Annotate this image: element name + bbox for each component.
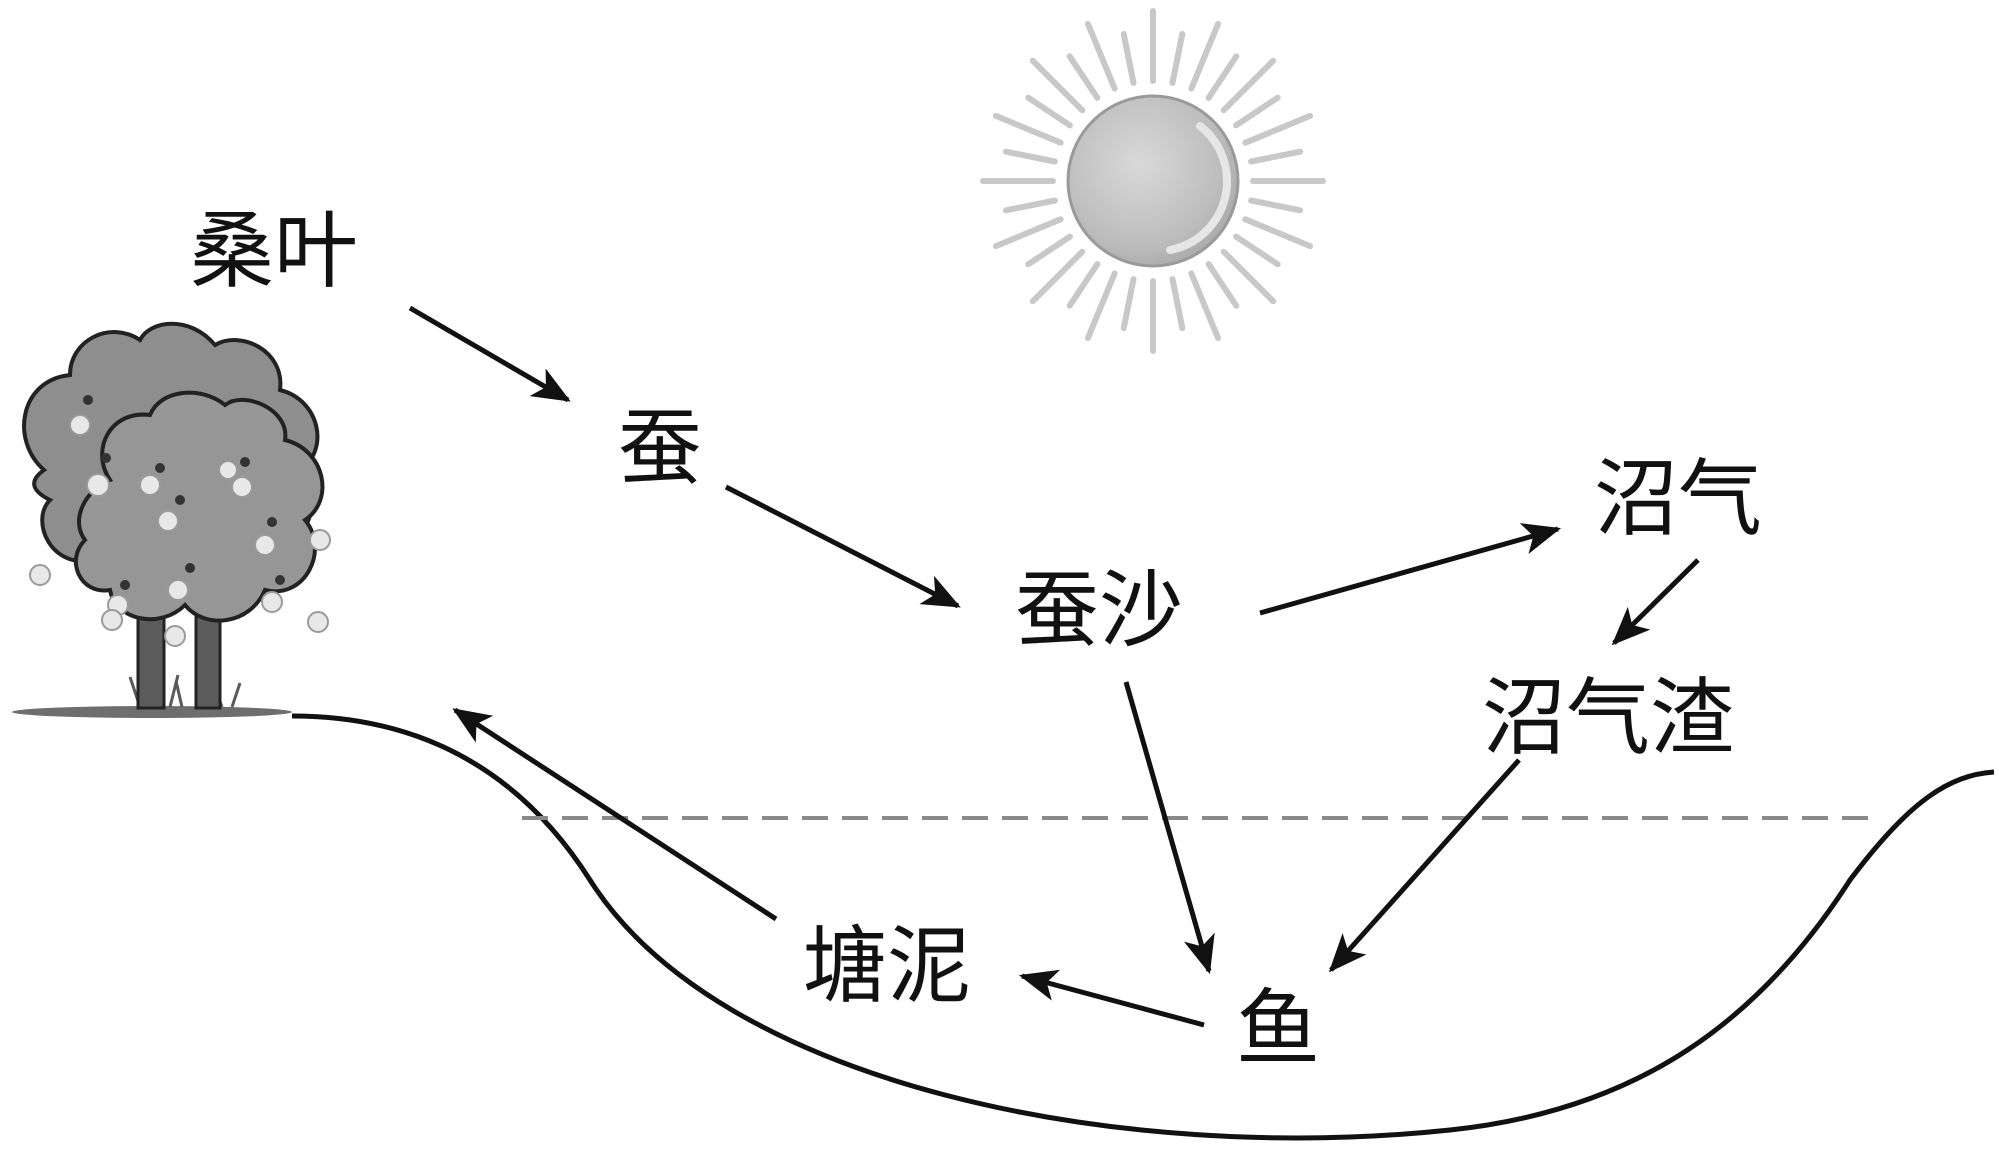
label-fish: 鱼 [1236, 980, 1320, 1078]
sun-ray [1220, 248, 1277, 305]
sun-ray [1169, 30, 1186, 86]
label-pond-mud: 塘泥 [803, 917, 971, 1015]
sun-ray [1242, 216, 1314, 250]
arrow-pondmud-to-tree [452, 707, 778, 922]
label-silkworm: 蚕 [618, 399, 702, 497]
sun-ray [1205, 261, 1240, 309]
sun-ray [1233, 233, 1281, 268]
sun-ray [1220, 57, 1277, 114]
arrow-excrement-to-fish [1123, 681, 1215, 975]
label-silkworm-excrement: 蚕沙 [1015, 561, 1183, 659]
arrow-excrement-to-biogas [1259, 523, 1562, 616]
sun-ray [1188, 270, 1222, 342]
mulberry-tree-icon [12, 321, 331, 718]
sun-ray [1084, 20, 1118, 92]
sun-ray [1169, 276, 1186, 332]
sun-ray [1066, 53, 1101, 101]
sun-ray [1248, 148, 1304, 165]
arrow-residue-to-fish [1328, 758, 1521, 973]
sun-ray [1188, 20, 1222, 92]
arrow-biogas-to-residue [1611, 558, 1700, 646]
sun-ray [1242, 112, 1314, 146]
sun-ray [1066, 261, 1101, 309]
sun-ray [1002, 148, 1058, 165]
sun-ray [1029, 57, 1086, 114]
sun-ray [1084, 270, 1118, 342]
arrow-leaf-to-silkworm [408, 305, 571, 403]
sun-ray [1248, 197, 1304, 214]
arrow-silkworm-to-excrement [724, 484, 961, 609]
sun-ray [1233, 94, 1281, 129]
label-mulberry-leaf: 桑叶 [190, 202, 358, 300]
sun-ray [1205, 53, 1240, 101]
arrow-fish-to-pondmud [1018, 969, 1205, 1028]
sun-ray [1025, 233, 1073, 268]
sun-ray [992, 112, 1064, 146]
sun-ray [1120, 276, 1137, 332]
sun-ray [992, 216, 1064, 250]
label-biogas-residue: 沼气渣 [1482, 669, 1734, 767]
sun-ray [1025, 94, 1073, 129]
sun-ray [1029, 248, 1086, 305]
sun-ray [1002, 197, 1058, 214]
sun-icon [980, 8, 1326, 354]
sun-ray [1120, 30, 1137, 86]
label-biogas: 沼气 [1594, 450, 1762, 548]
pond-bank-curve [291, 713, 1995, 1141]
